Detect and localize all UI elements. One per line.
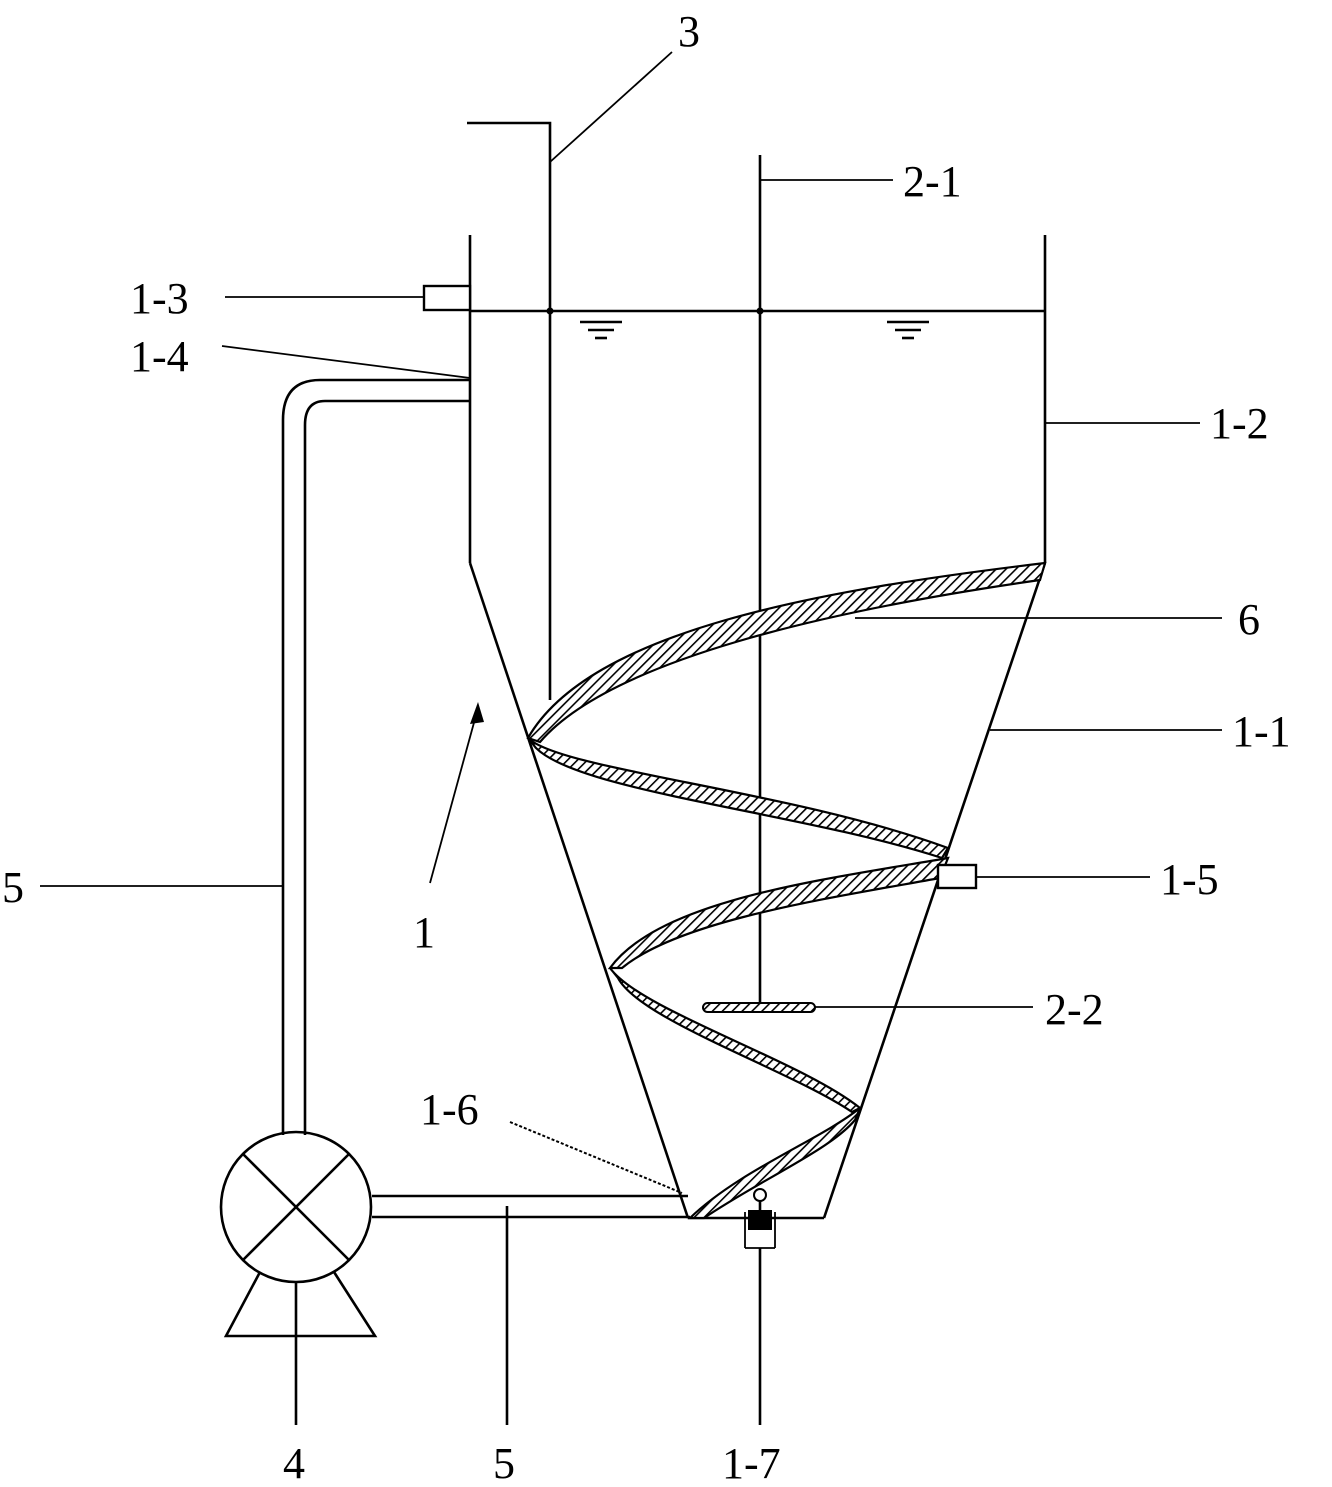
baffle-segment-1 (526, 561, 1047, 744)
label-1-5: 1-5 (1160, 855, 1219, 904)
pipe-5-inner (303, 399, 470, 1135)
water-level-symbol-left (580, 320, 622, 340)
leader-1 (429, 707, 479, 884)
water-level-symbol-right (887, 320, 929, 340)
label-6: 6 (1238, 595, 1260, 644)
leader-1-4 (221, 345, 471, 379)
label-4: 4 (283, 1439, 305, 1487)
spiral-baffle (526, 561, 1047, 1220)
baffle-segment-3 (607, 856, 950, 970)
pump-stand (223, 1271, 378, 1338)
leader-1-6 (509, 1121, 683, 1194)
label-1-3: 1-3 (130, 274, 189, 323)
label-5-bottom: 5 (493, 1439, 515, 1487)
leader-lines (40, 51, 1222, 1425)
label-2-2: 2-2 (1045, 985, 1104, 1034)
pump (219, 1130, 378, 1338)
valve-body (748, 1210, 772, 1230)
outlet-nozzle-1-3 (422, 284, 472, 312)
label-3: 3 (678, 7, 700, 56)
label-1-4: 1-4 (130, 332, 189, 381)
baffle-segment-2 (527, 737, 950, 860)
label-1: 1 (413, 908, 435, 957)
pipe-3 (467, 121, 552, 700)
arrowhead-1 (470, 702, 484, 724)
water-level (470, 309, 1045, 340)
drain-valve (744, 1188, 776, 1249)
junction-shaft (756, 307, 764, 315)
labels: 3 2-1 1-3 1-4 1-2 6 1-1 1-5 5 1 2-2 1-6 … (2, 7, 1291, 1487)
label-1-6: 1-6 (420, 1085, 479, 1134)
baffle-segment-4 (609, 967, 863, 1114)
circulation-pipe (281, 378, 690, 1219)
baffle-segment-5 (687, 1107, 862, 1220)
leader-3 (549, 51, 673, 163)
cone-left-wall (468, 562, 690, 1219)
label-1-1: 1-1 (1232, 707, 1291, 756)
label-1-7: 1-7 (722, 1439, 781, 1487)
sampling-port-1-5 (936, 863, 978, 890)
label-1-2: 1-2 (1210, 399, 1269, 448)
label-5-left: 5 (2, 863, 24, 912)
stirrer-paddle (702, 1002, 816, 1013)
pipe-5-outer (281, 378, 470, 1135)
junction-pipe3 (546, 307, 554, 315)
label-2-1: 2-1 (903, 157, 962, 206)
